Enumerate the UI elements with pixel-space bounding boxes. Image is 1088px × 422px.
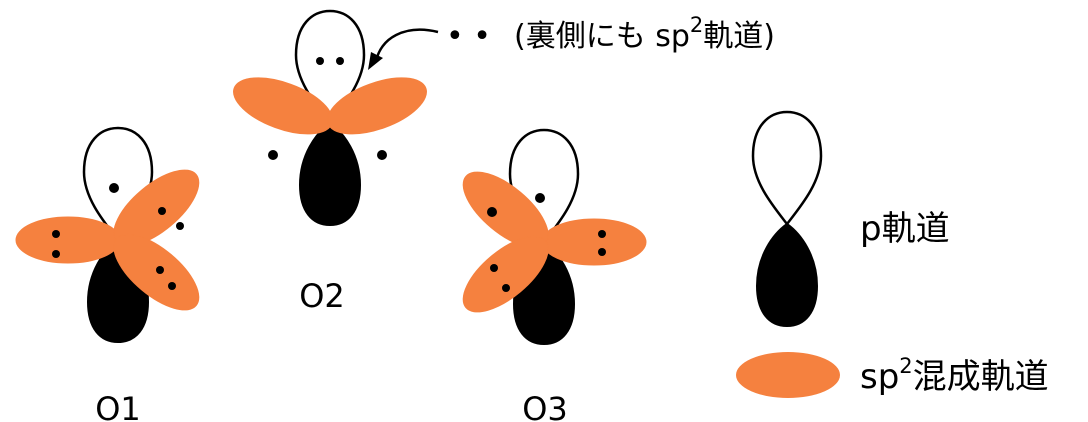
o2-electron: [268, 150, 278, 160]
o3-p-orbital: [508, 128, 580, 345]
o3-oxygen-group: [450, 128, 647, 345]
o3-electron: [487, 207, 497, 217]
o2-label: O2: [299, 277, 345, 315]
o2-oxygen-group: [225, 9, 435, 226]
arrow-head-icon: [368, 52, 383, 70]
annotation-suffix: 軌道): [703, 19, 775, 54]
o3-label: O3: [522, 390, 568, 422]
o3-electron: [598, 230, 606, 238]
o3-electron: [535, 193, 545, 203]
o3-sp2-lobe-right: [541, 218, 647, 266]
o2-electron: [336, 57, 344, 65]
o1-electron: [156, 266, 164, 274]
o3-electron: [502, 284, 510, 292]
annotation-prefix: (裏側にも sp: [514, 19, 690, 54]
o2-electron: [316, 57, 324, 65]
o1-electron: [109, 183, 119, 193]
curved-arrow: [374, 28, 439, 63]
o3-electron: [490, 264, 498, 272]
o2-p-orbital: [294, 9, 366, 226]
annotation-superscript: 2: [690, 13, 703, 37]
o1-sp2-orbitals: [15, 156, 212, 324]
annotation-text: (裏側にも sp2軌道): [514, 13, 775, 54]
o1-label: O1: [95, 390, 141, 422]
o3-sp2-orbitals: [450, 158, 647, 326]
legend-sp2-label: sp2混成軌道: [860, 354, 1049, 397]
o1-oxygen-group: [15, 126, 212, 343]
o1-p-orbital: [82, 126, 154, 343]
o2-p-lobe-lower: [299, 122, 361, 226]
back-side-annotation: • • (裏側にも sp2軌道): [368, 13, 775, 70]
o1-sp2-lobe-left: [15, 216, 121, 264]
o1-electron: [176, 222, 184, 230]
o2-electron: [377, 150, 387, 160]
legend-p-orbital: [751, 110, 823, 327]
legend-p-lobe-upper: [751, 110, 823, 226]
legend-p-orbital-label: p軌道: [860, 209, 950, 249]
o1-electron: [52, 250, 60, 258]
legend-sp2-superscript: 2: [899, 354, 912, 378]
o1-electron: [168, 282, 176, 290]
lone-pair-dots: • •: [446, 19, 491, 54]
o3-electron: [598, 248, 606, 256]
o2-sp2-orbitals: [225, 66, 435, 160]
legend-p-lobe-lower: [756, 223, 818, 327]
o1-electron: [158, 207, 166, 215]
legend: p軌道 sp2混成軌道: [736, 110, 1049, 398]
legend-sp2-suffix: 混成軌道: [913, 357, 1049, 397]
legend-sp2-prefix: sp: [860, 357, 899, 397]
legend-sp2-swatch: [736, 352, 840, 398]
o1-electron: [52, 230, 60, 238]
